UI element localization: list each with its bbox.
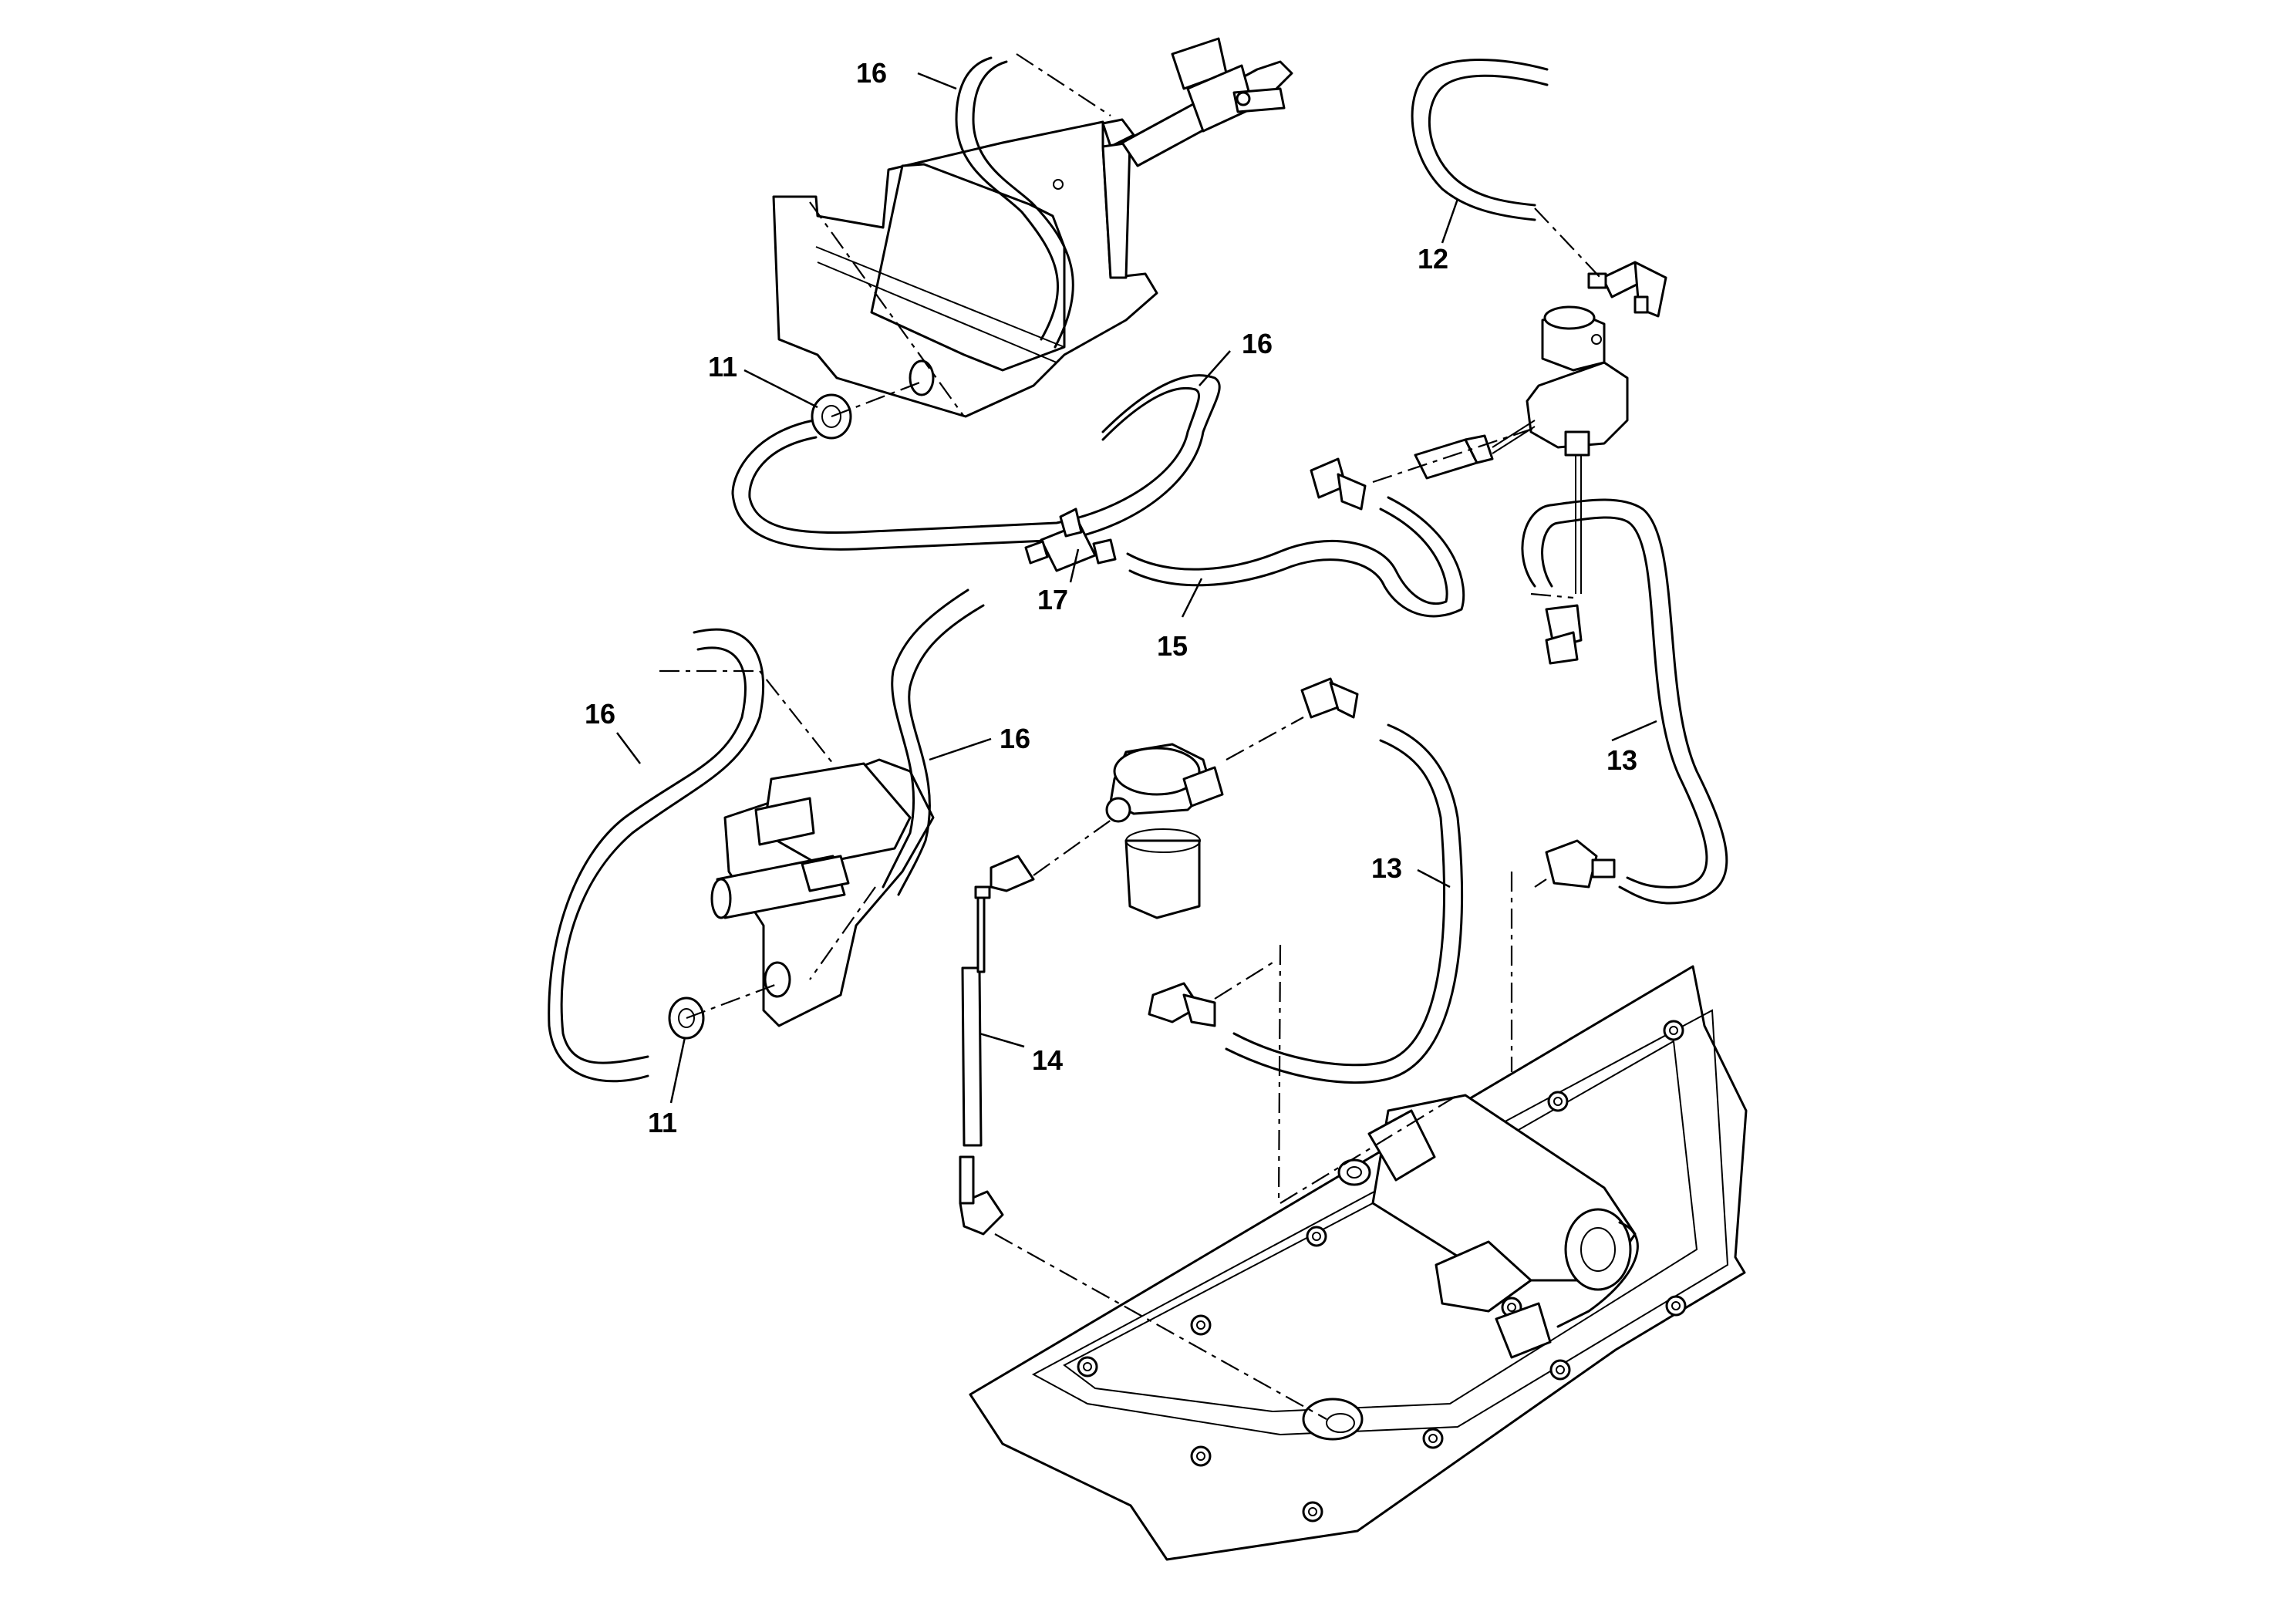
electrical-connector bbox=[1414, 420, 1536, 480]
leader-lines bbox=[616, 72, 1657, 1104]
solenoid-valve bbox=[1526, 305, 1629, 594]
plate-bolts bbox=[1077, 1020, 1687, 1523]
bolt-icon bbox=[1190, 1314, 1212, 1336]
elbow-fitting bbox=[1310, 457, 1367, 511]
elbow-fitting bbox=[959, 1155, 1004, 1236]
upper-valve-rod bbox=[1121, 37, 1293, 167]
electric-motor bbox=[1337, 1094, 1639, 1359]
assembly-lines bbox=[659, 53, 1601, 1420]
callout-16-top: 16 bbox=[856, 57, 888, 89]
upper-bracket bbox=[772, 118, 1158, 418]
elbow-fitting bbox=[974, 855, 1035, 899]
bolt-icon bbox=[1190, 1445, 1212, 1467]
hose-15 bbox=[1126, 496, 1465, 618]
callout-16-left: 16 bbox=[585, 698, 616, 730]
lower-bracket bbox=[710, 758, 935, 1027]
callout-11-bottom: 11 bbox=[648, 1107, 678, 1138]
fuel-filter bbox=[1105, 743, 1224, 919]
hose-14 bbox=[961, 893, 986, 1147]
hose-16-vertical bbox=[882, 588, 985, 896]
hose-16-loop bbox=[731, 374, 1221, 551]
bolt-icon bbox=[1306, 1226, 1327, 1247]
bolt-icon bbox=[1663, 1020, 1684, 1041]
callout-13-right: 13 bbox=[1607, 744, 1638, 776]
callout-14: 14 bbox=[1032, 1044, 1064, 1076]
hose-13-right bbox=[1521, 498, 1728, 905]
elbow-fitting bbox=[1587, 261, 1667, 318]
tee-fitting bbox=[1024, 508, 1117, 572]
hose-16-top bbox=[955, 56, 1074, 349]
plate-grommet bbox=[1302, 1398, 1364, 1441]
bolt-icon bbox=[1549, 1359, 1571, 1381]
callout-17: 17 bbox=[1037, 584, 1069, 615]
callout-12: 12 bbox=[1418, 243, 1449, 275]
elbow-fitting bbox=[1148, 982, 1216, 1027]
grommet-11-bottom bbox=[668, 996, 705, 1040]
callout-16-center: 16 bbox=[1000, 723, 1031, 754]
callout-16-mid: 16 bbox=[1242, 328, 1273, 359]
bolt-icon bbox=[1665, 1295, 1687, 1317]
bolt-icon bbox=[1302, 1501, 1323, 1523]
callout-13-center: 13 bbox=[1371, 852, 1403, 884]
elbow-fitting bbox=[1300, 677, 1359, 719]
hose-13-center bbox=[1225, 723, 1464, 1084]
callout-11-top: 11 bbox=[708, 351, 738, 383]
bolt-icon bbox=[1077, 1356, 1098, 1378]
bolt-icon bbox=[1547, 1091, 1569, 1112]
hose-12 bbox=[1411, 59, 1549, 221]
bolt-icon bbox=[1422, 1428, 1444, 1449]
callout-15: 15 bbox=[1157, 630, 1188, 662]
elbow-fitting bbox=[1545, 604, 1583, 665]
elbow-fitting bbox=[1545, 839, 1616, 889]
